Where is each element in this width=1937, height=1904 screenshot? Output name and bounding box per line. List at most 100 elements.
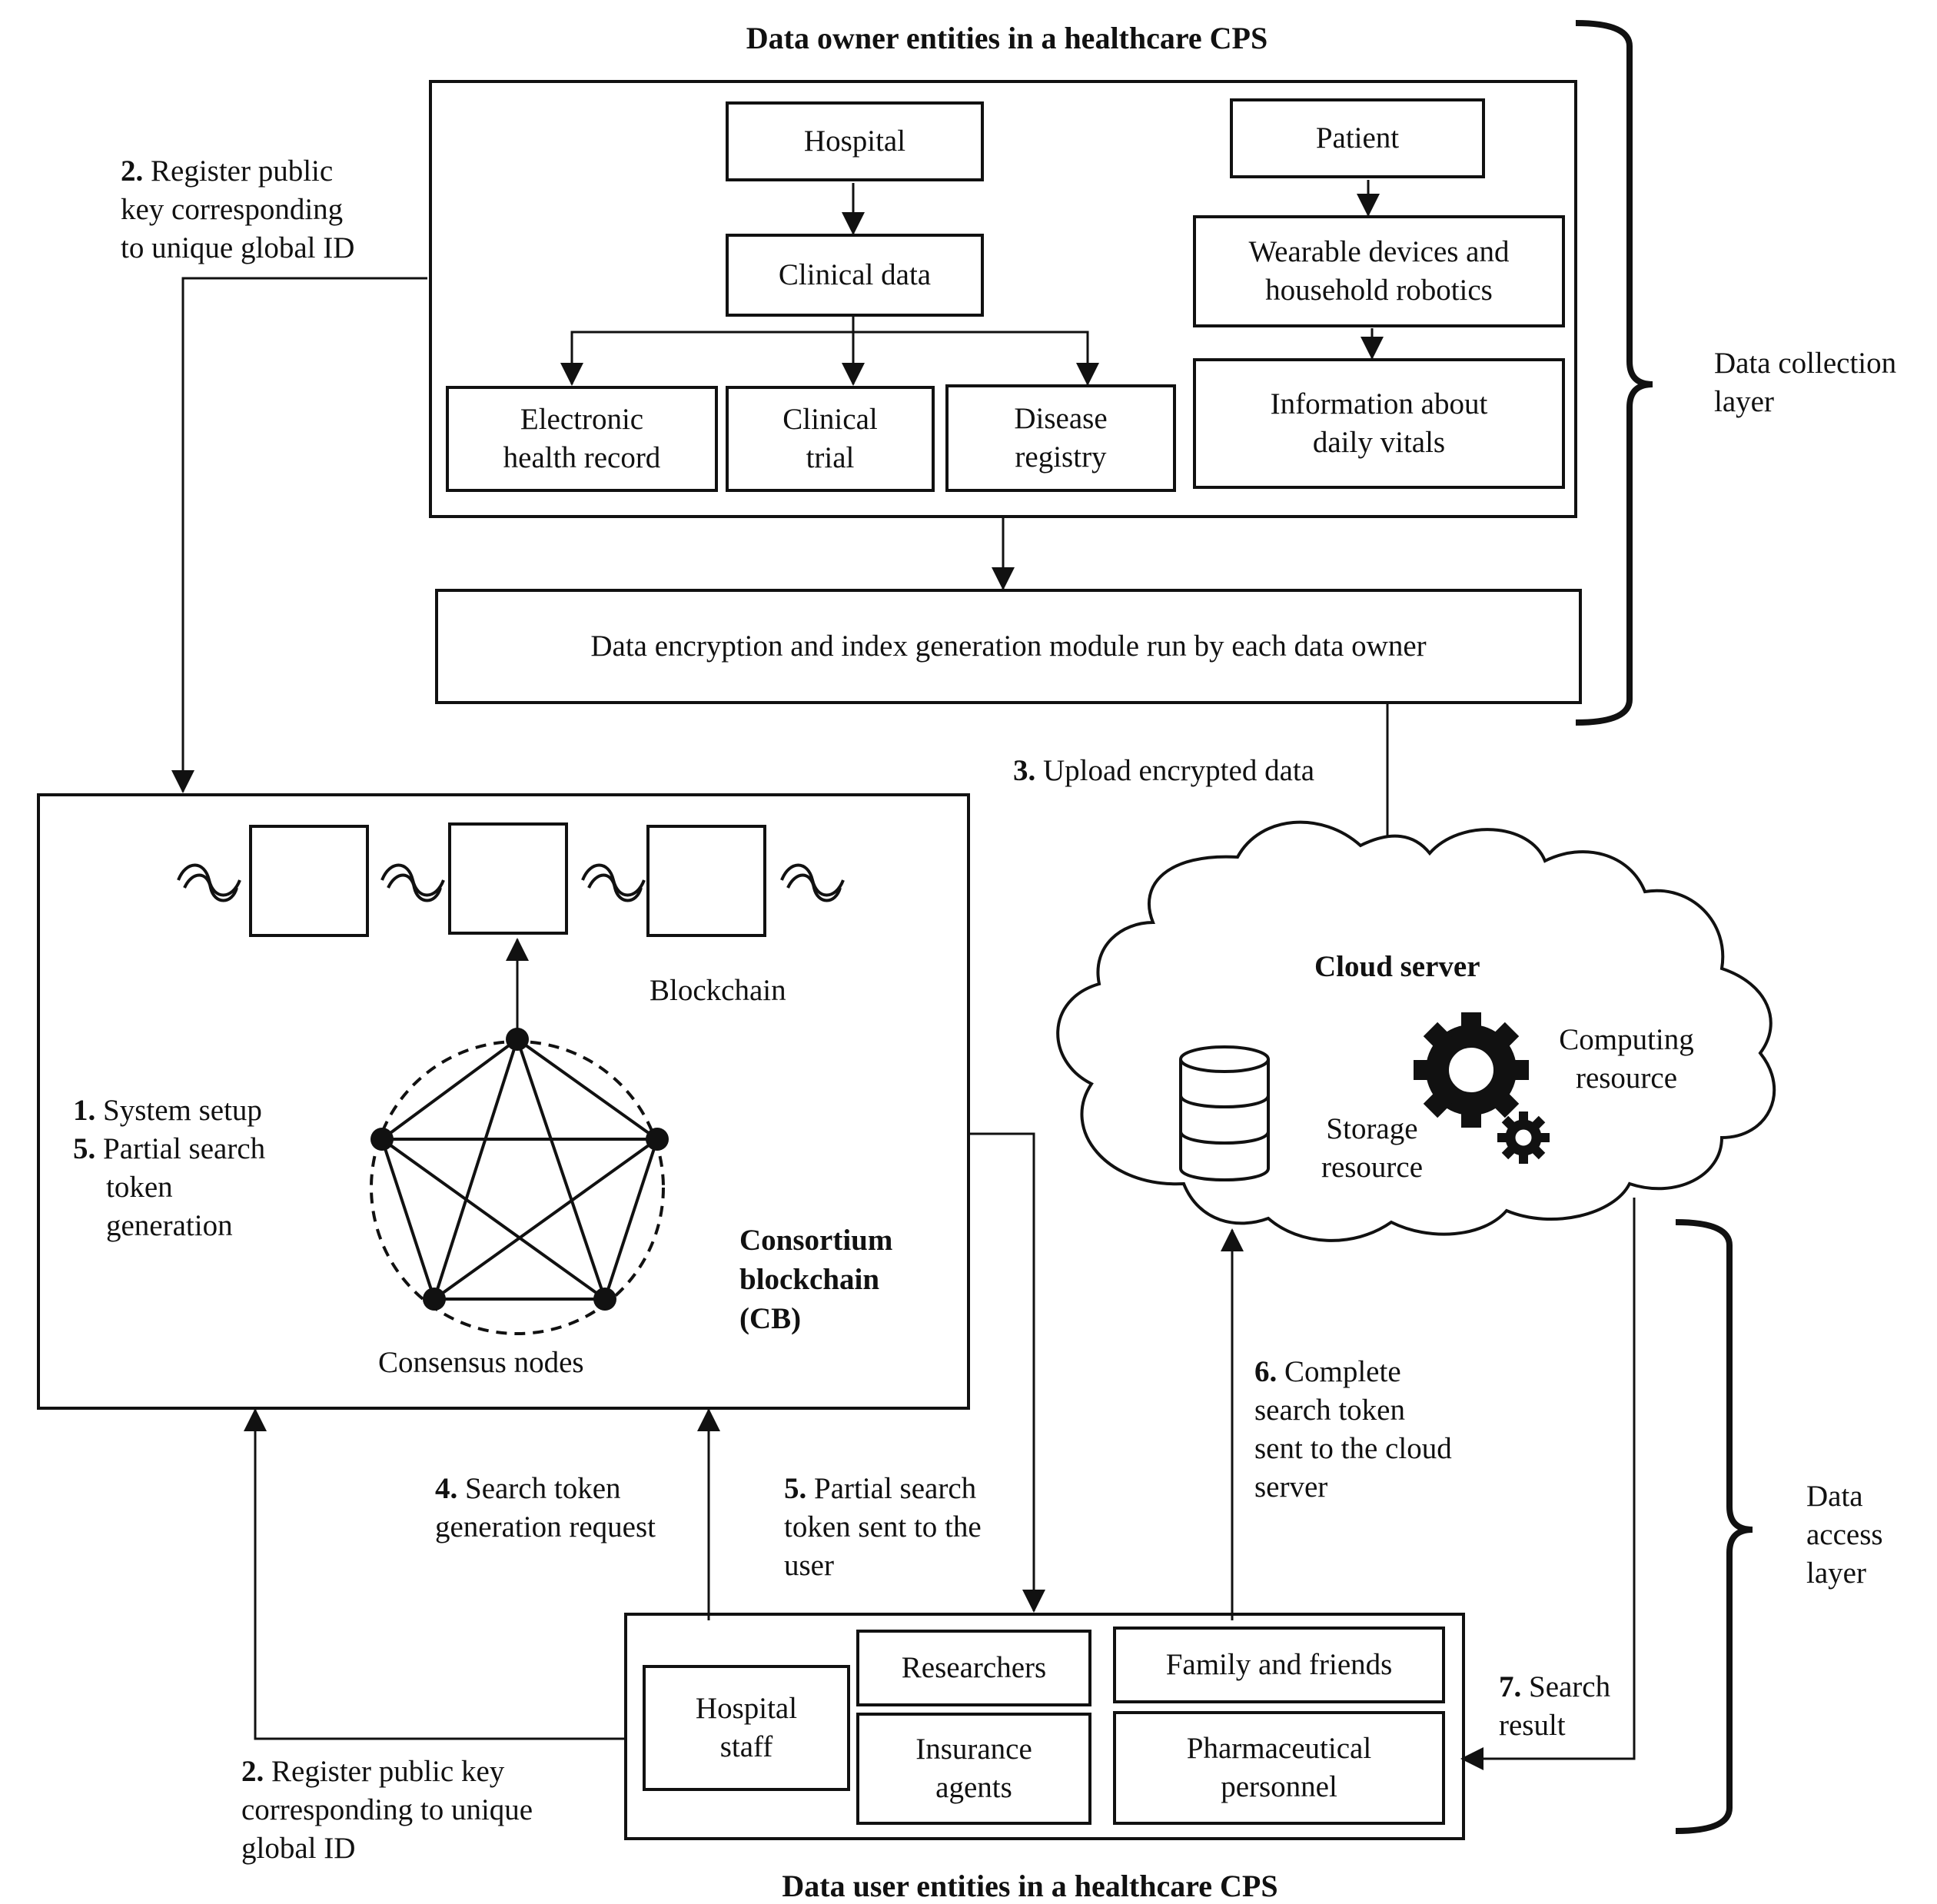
disease-registry-box: Disease registry	[945, 384, 1176, 492]
family-friends-label: Family and friends	[1165, 1648, 1393, 1681]
data-owner-box	[429, 80, 1577, 518]
step3-text: Upload encrypted data	[1043, 754, 1315, 787]
step5a-number: 5.	[73, 1132, 96, 1165]
clinical-trial-box: Clinical trial	[726, 386, 935, 492]
hospital-staff-line2: staff	[719, 1730, 773, 1763]
split-connector	[570, 331, 1089, 384]
step5b-label: 5. Partial search token sent to the user	[784, 1470, 982, 1585]
vitals-label-line1: Information about	[1270, 387, 1488, 420]
hospital-staff-line1: Hospital	[695, 1692, 798, 1725]
step2-user-number: 2.	[241, 1755, 264, 1788]
access-layer-line3: layer	[1806, 1557, 1866, 1590]
family-friends-box: Family and friends	[1113, 1627, 1445, 1703]
consortium-blockchain-label: Consortium blockchain (CB)	[739, 1221, 892, 1338]
encryption-module-label: Data encryption and index generation mod…	[590, 630, 1427, 663]
step6-line1: Complete	[1284, 1355, 1401, 1388]
access-layer-line2: access	[1806, 1518, 1883, 1551]
vitals-box: Information about daily vitals	[1193, 358, 1565, 489]
step1-number: 1.	[73, 1094, 96, 1127]
wearable-label-line1: Wearable devices and	[1248, 235, 1510, 268]
gear-icon-small	[1497, 1111, 1550, 1164]
step3-number: 3.	[1013, 754, 1036, 787]
step6-number: 6.	[1254, 1355, 1277, 1388]
step5b-line3: user	[784, 1549, 834, 1582]
step7-number: 7.	[1499, 1670, 1522, 1703]
data-owner-title: Data owner entities in a healthcare CPS	[746, 21, 1268, 55]
wearable-box: Wearable devices and household robotics	[1193, 215, 1565, 327]
block-2	[448, 822, 568, 935]
consortium-blockchain-box	[37, 793, 970, 1410]
hospital-label: Hospital	[803, 125, 906, 158]
computing-line1: Computing	[1559, 1023, 1694, 1056]
step4-line1: Search token	[465, 1472, 621, 1505]
collection-layer-label: Data collection layer	[1714, 344, 1896, 421]
data-user-title: Data user entities in a healthcare CPS	[782, 1869, 1278, 1903]
ehr-label-line2: health record	[503, 441, 661, 474]
consensus-nodes-label: Consensus nodes	[378, 1346, 584, 1379]
gear-icon-large	[1414, 1012, 1529, 1128]
consensus-network	[370, 1028, 669, 1335]
hospital-box: Hospital	[726, 101, 984, 181]
step1-text: System setup	[103, 1094, 262, 1127]
wearable-label-line2: household robotics	[1265, 274, 1493, 307]
collection-layer-brace	[1575, 20, 1653, 726]
cb-line3: (CB)	[739, 1302, 802, 1335]
step4-line2: generation request	[435, 1510, 656, 1543]
vitals-label-line2: daily vitals	[1312, 426, 1446, 459]
step2-owner-number: 2.	[121, 155, 144, 188]
cloud-server-title: Cloud server	[1314, 950, 1480, 983]
arrow-register-owner	[171, 277, 427, 793]
step6-line3: sent to the cloud	[1254, 1432, 1452, 1465]
chain-link-icons	[177, 863, 845, 902]
step2-owner-label: 2. Register public key corresponding to …	[121, 152, 354, 267]
step5a-line2: token	[106, 1171, 173, 1204]
step1-5-label: 1. System setup 5. Partial search token …	[73, 1092, 265, 1245]
pharma-line2: personnel	[1221, 1770, 1337, 1803]
step2-owner-line2: key corresponding	[121, 193, 344, 226]
trial-label-line2: trial	[806, 441, 855, 474]
step4-label: 4. Search token generation request	[435, 1470, 656, 1547]
blockchain-label: Blockchain	[650, 974, 786, 1007]
access-layer-label: Data access layer	[1806, 1477, 1883, 1593]
storage-line2: resource	[1321, 1151, 1424, 1184]
arrow-partial-token-user	[970, 1132, 1045, 1613]
step7-line1: Search	[1529, 1670, 1611, 1703]
step5b-number: 5.	[784, 1472, 807, 1505]
registry-label-line2: registry	[1015, 440, 1107, 474]
step2-user-line2: corresponding to unique	[241, 1793, 533, 1826]
block-3	[646, 825, 766, 937]
step2-user-line1: Register public key	[271, 1755, 505, 1788]
patient-box: Patient	[1230, 98, 1485, 178]
step3-label: 3. Upload encrypted data	[1013, 752, 1314, 790]
blockchain-blocks	[249, 822, 766, 937]
database-icon	[1179, 1045, 1270, 1181]
step2-owner-line3: to unique global ID	[121, 231, 355, 264]
step2-user-label: 2. Register public key corresponding to …	[241, 1753, 533, 1868]
patient-label: Patient	[1315, 121, 1400, 155]
insurance-agents-box: Insurance agents	[856, 1713, 1091, 1825]
step6-line4: server	[1254, 1470, 1328, 1504]
registry-label-line1: Disease	[1014, 402, 1108, 435]
block-1	[249, 825, 369, 937]
step6-line2: search token	[1254, 1394, 1405, 1427]
step5a-line3: generation	[106, 1209, 233, 1242]
storage-resource-label: Storage resource	[1314, 1110, 1430, 1187]
encryption-module-box: Data encryption and index generation mod…	[435, 589, 1582, 704]
researchers-box: Researchers	[856, 1630, 1091, 1706]
insurance-line1: Insurance	[915, 1733, 1032, 1766]
access-layer-brace	[1675, 1219, 1753, 1834]
hospital-staff-box: Hospital staff	[643, 1665, 850, 1791]
step5a-line1: Partial search	[103, 1132, 266, 1165]
collection-layer-line1: Data collection	[1714, 347, 1897, 380]
insurance-line2: agents	[935, 1771, 1012, 1804]
ehr-box: Electronic health record	[446, 386, 718, 492]
step5b-line2: token sent to the	[784, 1510, 982, 1543]
storage-line1: Storage	[1326, 1112, 1418, 1145]
step7-label: 7. Search result	[1499, 1668, 1610, 1745]
computing-line2: resource	[1575, 1062, 1678, 1095]
researchers-label: Researchers	[901, 1651, 1047, 1684]
step7-line2: result	[1499, 1709, 1566, 1742]
pharmaceutical-box: Pharmaceutical personnel	[1113, 1711, 1445, 1825]
